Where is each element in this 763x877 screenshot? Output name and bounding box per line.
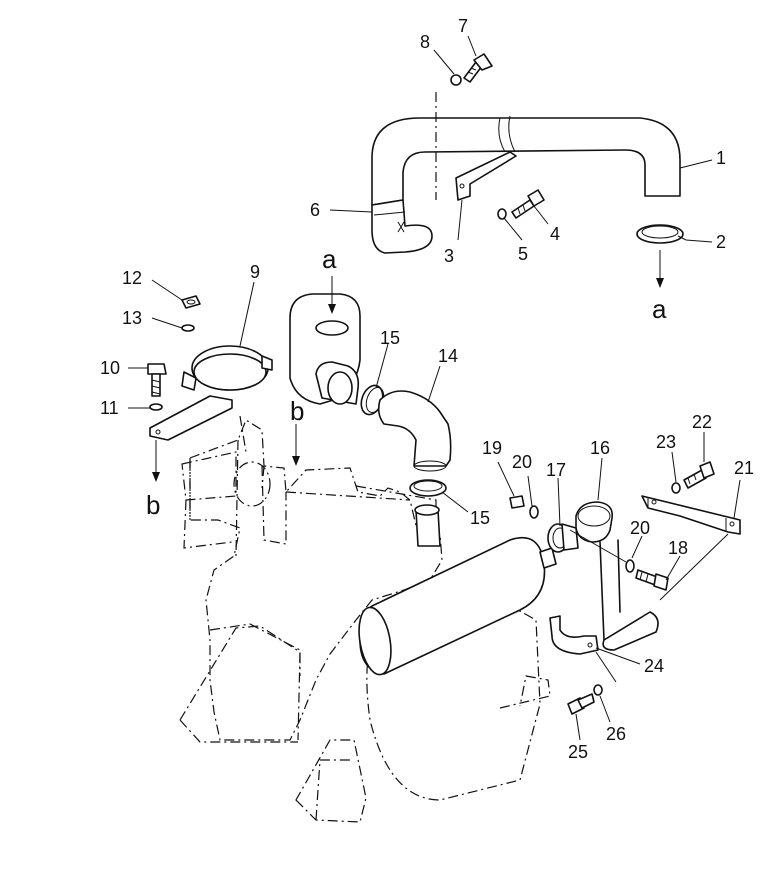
ref-arrow-a-right [656,250,664,288]
exhaust-stub [414,504,441,547]
hose-clamp-2 [636,224,687,244]
callout-26: 26 [606,724,626,744]
ref-letter-b-left: b [146,490,160,520]
callout-16: 16 [590,438,610,458]
exhaust-pipe-16 [575,501,659,651]
ref-arrow-a-top [328,276,336,314]
elbow-hose-14 [377,390,452,472]
hose-bracket [455,151,517,201]
clamp-band-9 [149,345,273,441]
hose-clamp-15-lower [409,479,447,497]
callout-15-lower: 15 [470,508,490,528]
callout-24: 24 [644,656,664,676]
bolt-22 [683,461,715,489]
callout-13: 13 [122,308,142,328]
callout-5: 5 [518,244,528,264]
ref-letter-a-top: a [322,244,337,274]
callout-11: 11 [100,398,119,418]
callout-9: 9 [250,262,260,282]
ref-letter-a-right: a [652,294,667,324]
leader-lines [128,35,741,741]
ref-arrow-b-left [152,440,160,482]
callout-20-lower: 20 [630,518,650,538]
ref-arrow-b-top [292,424,300,466]
callout-3: 3 [444,246,454,266]
intake-hose-upper [371,92,681,254]
washer-13 [181,324,195,332]
callout-7: 7 [458,16,468,36]
washer-5 [497,208,507,220]
bolt-4 [511,189,545,219]
pipe-clamp-17 [547,523,579,553]
bolt-7 [463,53,493,83]
callout-20-upper: 20 [512,452,532,472]
callout-2: 2 [716,232,726,252]
muffler [358,536,557,801]
callout-19: 19 [482,438,502,458]
callout-25: 25 [568,742,588,762]
nut-19 [509,495,525,509]
washer-20-upper [529,505,539,519]
callout-10: 10 [100,358,120,378]
bracket-24 [549,615,599,655]
callout-15-upper: 15 [380,328,400,348]
callout-21: 21 [734,458,754,478]
bracket-21 [641,495,741,535]
washer-11 [149,403,163,411]
bolt-18 [635,569,669,591]
callout-18: 18 [668,538,688,558]
callout-8: 8 [420,32,430,52]
callout-1: 1 [716,148,726,168]
callout-6: 6 [310,200,320,220]
engine-fan [181,415,271,549]
callout-14: 14 [438,346,458,366]
callout-23: 23 [656,432,676,452]
bolt-10 [147,363,167,397]
callout-12: 12 [122,268,142,288]
air-intake-elbow [289,293,361,405]
nut-12 [181,295,201,309]
callout-17: 17 [546,460,566,480]
washer-20-lower [625,559,635,573]
callout-22: 22 [692,412,712,432]
ref-letter-b-top: b [290,396,304,426]
washer-23 [671,482,681,494]
bolt-25 [567,693,595,715]
washer-26 [593,684,603,696]
callout-4: 4 [550,224,560,244]
washer-8 [450,74,462,86]
